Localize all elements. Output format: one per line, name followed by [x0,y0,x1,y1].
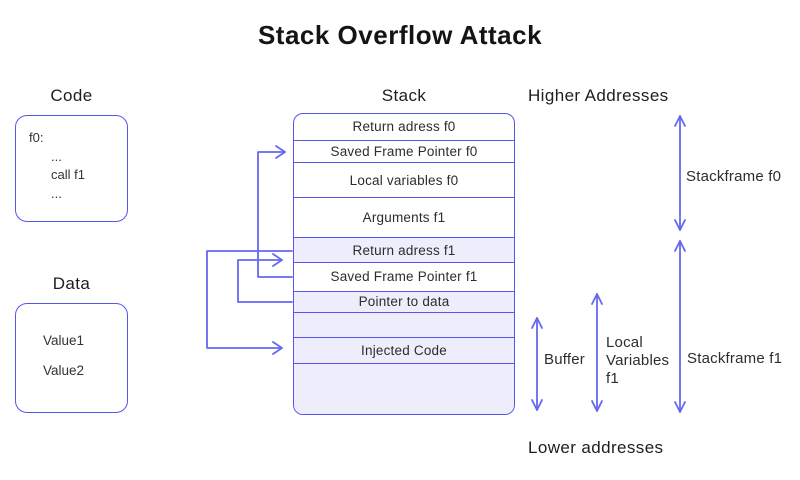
stackframe-f1-label: Stackframe f1 [687,350,783,367]
local-variables-f1-label: Local Variables f1 [606,334,670,387]
stackframe-f0-label: Stackframe f0 [686,168,782,185]
higher-addresses-label: Higher Addresses [528,86,669,105]
stack-row-arguments-f1: Arguments f1 [294,198,514,239]
stackframe-f0-span-arrow [674,115,686,231]
code-line: call f1 [51,167,85,182]
code-line: f0: [29,130,44,145]
lower-addresses-label: Lower addresses [528,438,664,457]
pointer-to-data-arrow [237,253,293,303]
local-variables-f1-span-arrow [591,293,603,412]
code-box: f0: ... call f1 ... [15,115,128,222]
stack-row-empty-bottom [294,364,514,414]
buffer-label: Buffer [544,351,585,368]
stack-row-pointer-to-data: Pointer to data [294,291,514,313]
stack-section-label: Stack [381,86,427,105]
stack-row-saved-frame-pointer-f1: Saved Frame Pointer f1 [294,263,514,292]
code-line: ... [51,148,62,164]
stack-row-return-address-f0: Return adress f0 [294,114,514,141]
code-line: ... [51,185,62,201]
stack-row-injected-code: Injected Code [294,337,514,365]
diagram-title: Stack Overflow Attack [257,20,543,50]
stack-row-local-variables-f0: Local variables f0 [294,163,514,199]
data-box: Value1 Value2 [15,303,128,413]
data-value: Value2 [43,363,85,378]
saved-frame-pointer-chain-arrow [257,145,293,278]
stack-row-saved-frame-pointer-f0: Saved Frame Pointer f0 [294,141,514,163]
buffer-span-arrow [531,317,543,411]
code-section-label: Code [50,86,93,105]
stack-row-empty-buffer [294,312,514,338]
stackframe-f1-span-arrow [674,240,686,413]
stack-table: Return adress f0 Saved Frame Pointer f0 … [293,113,515,415]
stack-row-return-address-f1: Return adress f1 [294,238,514,264]
return-address-to-injected-code-arrow [206,250,293,355]
data-section-label: Data [52,274,91,293]
data-value: Value1 [43,333,85,348]
